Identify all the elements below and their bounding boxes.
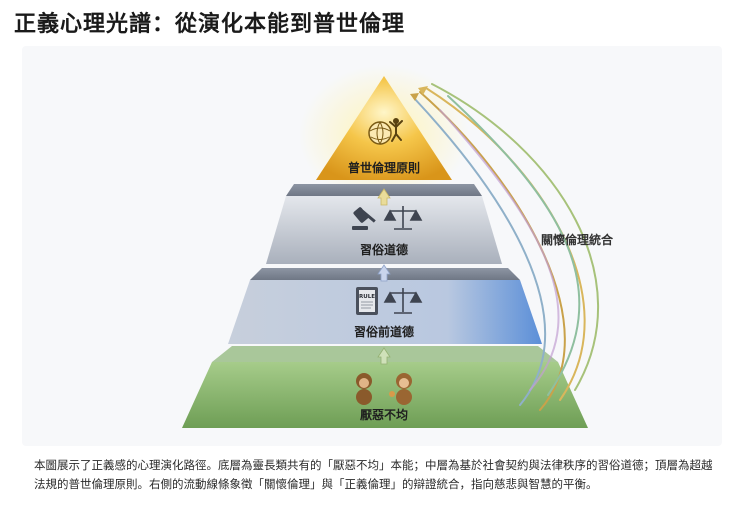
globe-person-icon [368,118,403,145]
tier-middle-label: 習俗前道德 [354,324,414,339]
gavel-icon [352,207,376,230]
care-ethics-flow-lines [413,83,600,411]
scales-icon [383,206,423,230]
tier-upper-label: 習俗道德 [360,242,408,257]
care-ethics-label: 關懷倫理統合 [541,233,614,247]
page-title: 正義心理光譜：從演化本能到普世倫理 [14,12,406,37]
rule-book-label: RULE [359,294,375,300]
up-arrows [377,188,391,365]
tier-top-label: 普世倫理原則 [348,160,420,175]
flow-arrowheads [410,86,428,101]
rule-book-icon: RULE [356,287,378,315]
tier-bottom-label: 厭惡不均 [360,407,408,422]
arrow-up-icon [377,264,391,282]
scales-icon [383,288,423,314]
arrow-up-icon [377,347,391,365]
arrow-up-icon [377,188,391,206]
monkey-right-icon [389,373,412,405]
caption-text: 本圖展示了正義感的心理演化路徑。底層為靈長類共有的「厭惡不均」本能；中層為基於社… [34,458,713,491]
monkey-left-icon [356,373,372,405]
